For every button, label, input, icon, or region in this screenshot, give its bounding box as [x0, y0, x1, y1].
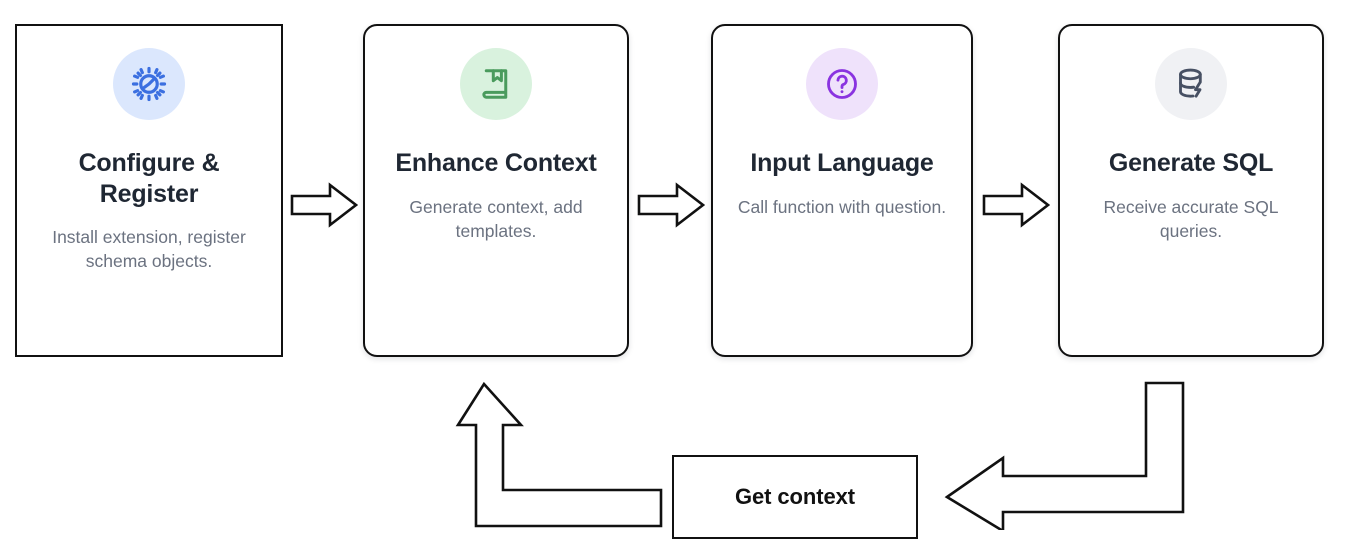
step-description: Install extension, register schema objec…	[52, 227, 246, 272]
gear-settings-icon	[130, 65, 168, 103]
step-title: Enhance Context	[395, 149, 597, 177]
step-card-enhance-context[interactable]: Enhance Context Generate context, add te…	[363, 24, 629, 357]
step-card-configure-register[interactable]: Configure & Register Install extension, …	[15, 24, 283, 357]
step-title: Generate SQL	[1108, 149, 1274, 177]
database-bolt-icon	[1173, 66, 1209, 102]
arrow-right-icon-1	[290, 182, 359, 228]
arrow-right-icon-2	[637, 182, 706, 228]
step-description: Call function with question.	[737, 196, 947, 217]
step-description: Receive accurate SQL queries.	[1103, 196, 1279, 241]
elbow-arrow-up-icon	[448, 378, 678, 530]
book-bookmark-icon	[478, 66, 514, 102]
elbow-arrow-left-icon	[942, 378, 1190, 534]
step-card-input-language[interactable]: Input Language Call function with questi…	[711, 24, 973, 357]
gear-settings-icon-badge	[113, 48, 185, 120]
step-description: Generate context, add templates.	[409, 196, 583, 241]
question-circle-icon-badge	[806, 48, 878, 120]
step-title: Input Language	[750, 149, 934, 177]
get-context-label: Get context	[735, 484, 855, 509]
step-title: Configure & Register	[78, 149, 220, 208]
question-circle-icon	[824, 66, 860, 102]
arrow-right-icon-3	[982, 182, 1051, 228]
step-card-generate-sql[interactable]: Generate SQL Receive accurate SQL querie…	[1058, 24, 1324, 357]
database-bolt-icon-badge	[1155, 48, 1227, 120]
get-context-box[interactable]: Get context	[672, 455, 918, 539]
book-bookmark-icon-badge	[460, 48, 532, 120]
